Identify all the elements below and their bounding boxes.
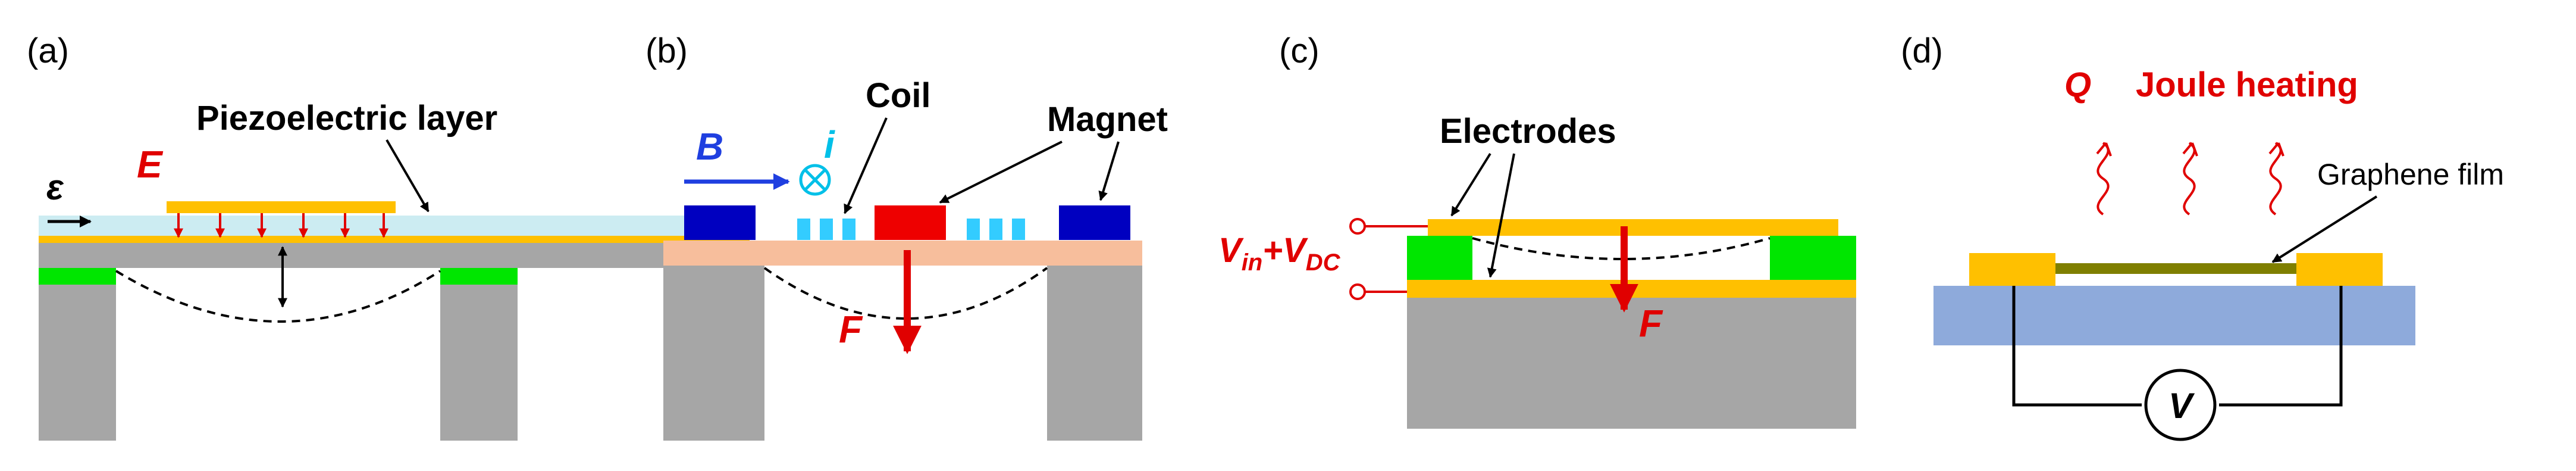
left-spacer [1407, 236, 1472, 280]
magnet-label: Magnet [1047, 100, 1168, 139]
magnetic-field-symbol: B [696, 125, 723, 168]
panel-a-tag: (a) [27, 32, 69, 70]
right-substrate-pillar [1047, 266, 1142, 441]
electric-field-symbol: E [137, 143, 164, 186]
substrate [1407, 298, 1856, 429]
top-electrode [167, 201, 396, 213]
deflection-curve [763, 267, 1048, 320]
right-electrode-pad [2296, 253, 2383, 286]
substrate [1933, 286, 2415, 345]
panel-a: (a) E ε Piezoele [27, 32, 750, 441]
coil-leader-arrow [844, 117, 888, 214]
current-into-page-icon [799, 164, 831, 196]
strain-symbol: ε [46, 167, 64, 207]
current-symbol: i [824, 123, 835, 166]
right-substrate-pillar [440, 285, 518, 441]
graphene-leader-arrow [2271, 195, 2378, 263]
measurement-circuit [2012, 286, 2343, 407]
joule-heating-label: Joule heating [2136, 65, 2358, 104]
panel-d-tag: (d) [1901, 32, 1943, 70]
right-magnet [1059, 205, 1130, 240]
center-magnet [875, 205, 946, 240]
electrodes-label: Electrodes [1440, 112, 1616, 151]
panel-b-tag: (b) [645, 32, 688, 70]
right-spacer [1770, 236, 1856, 280]
deflection-curve [115, 270, 441, 323]
piezoelectric-layer [39, 216, 750, 237]
panel-c-tag: (c) [1279, 32, 1320, 70]
top-electrode [1428, 219, 1838, 236]
panel-b: (b) F B i Coil [645, 32, 1168, 441]
voltmeter-icon [2144, 369, 2217, 441]
magnet-leader-arrow-right [1098, 141, 1120, 201]
coil-windings [797, 219, 1025, 240]
panel-c: (c) F Vin+VDC Electrodes [1218, 32, 1856, 429]
piezo-leader-arrow [386, 139, 430, 213]
heat-wave-icons [2096, 142, 2284, 216]
top-terminal [1349, 218, 1366, 235]
deflection-curve [1472, 237, 1770, 260]
piezoelectric-layer-label: Piezoelectric layer [196, 99, 497, 138]
left-support-layer [39, 268, 116, 285]
panel-d: (d) Q Joule heating Graphene film V [1901, 32, 2504, 441]
voltage-label: Vin+VDC [1218, 231, 1341, 276]
membrane [663, 241, 1142, 266]
electrodes-leader-top [1450, 152, 1491, 217]
left-substrate-pillar [663, 266, 764, 441]
force-symbol: F [1639, 302, 1663, 345]
left-electrode-pad [1969, 253, 2055, 286]
bottom-electrode [39, 236, 750, 243]
left-substrate-pillar [39, 285, 116, 441]
bottom-electrode [1407, 280, 1856, 298]
heat-symbol: Q [2064, 65, 2091, 104]
bottom-terminal [1349, 283, 1366, 300]
graphene-film [2055, 263, 2296, 274]
left-magnet [684, 205, 756, 240]
electrodes-leader-bottom [1487, 153, 1515, 278]
membrane-layer [39, 243, 750, 268]
right-support-layer [440, 268, 518, 285]
coil-label: Coil [866, 76, 931, 115]
voltmeter-symbol: V [2168, 386, 2195, 426]
field-arrows [174, 213, 388, 238]
current-cross-2 [804, 169, 826, 191]
force-symbol: F [839, 308, 863, 351]
magnet-leader-arrow-center [939, 141, 1063, 204]
graphene-film-label: Graphene film [2317, 158, 2504, 191]
